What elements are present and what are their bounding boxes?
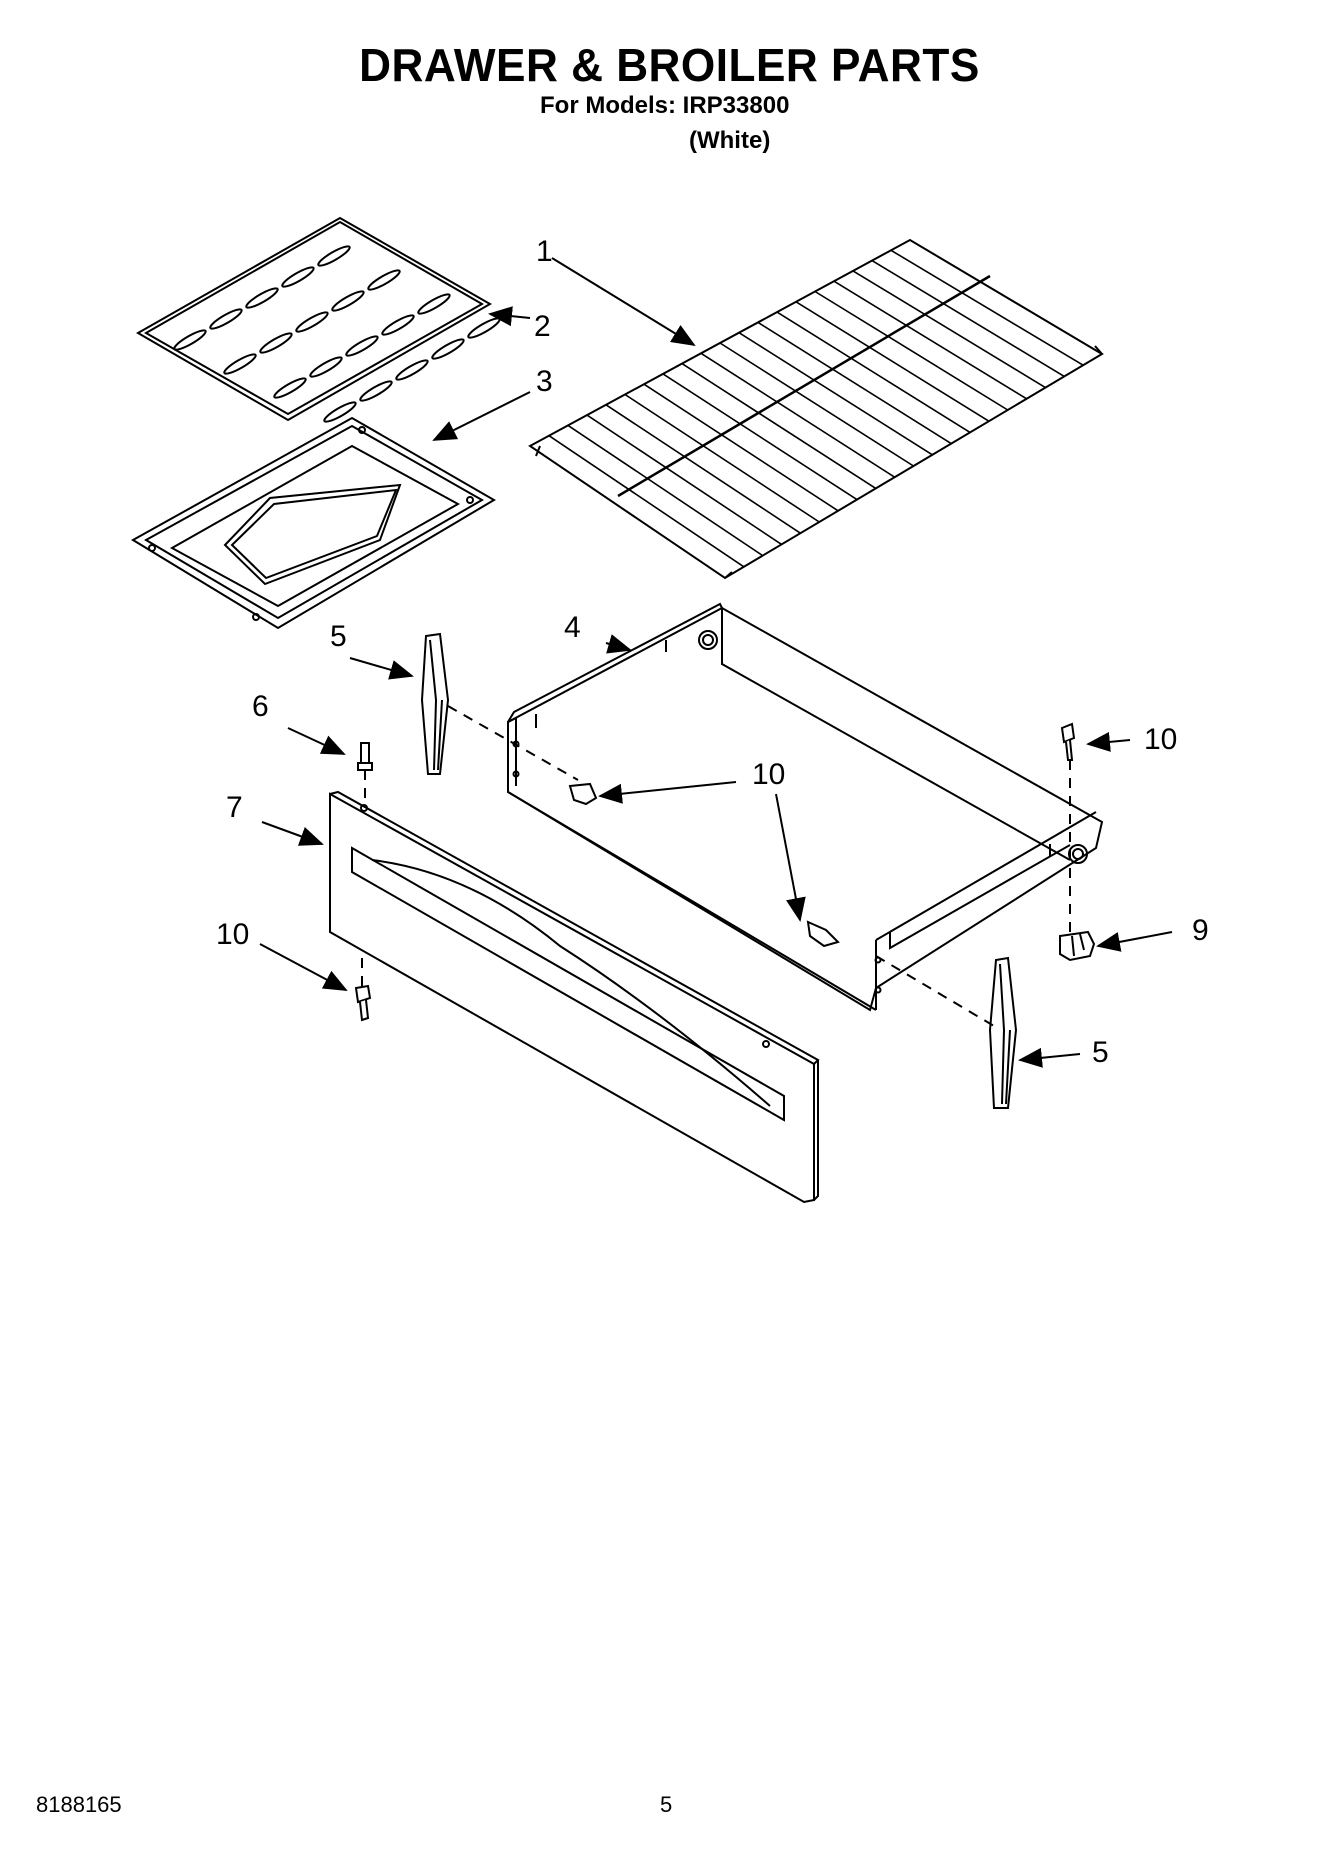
callout-10-drawer: 10 (752, 758, 785, 791)
rack-bar (738, 332, 933, 456)
drawer-slide-part-left (420, 632, 450, 775)
grid-slot (331, 290, 365, 312)
rack-bar (624, 393, 820, 523)
rack-bar (548, 435, 745, 568)
grid-slot (295, 311, 329, 333)
alignment-lines (361, 705, 1071, 1027)
rack-bar (757, 321, 952, 445)
callout-4: 4 (564, 611, 581, 644)
rack-bar (567, 424, 764, 557)
rack-bar (833, 280, 1028, 400)
callout-7: 7 (226, 791, 243, 824)
callout-6: 6 (252, 690, 269, 723)
rack-bar (814, 290, 1009, 411)
callout-1: 1 (536, 235, 553, 268)
screw-part-bottom-left (354, 984, 372, 1022)
rack-bar (662, 373, 858, 501)
rack-bar (719, 342, 914, 467)
drawer-body-part (507, 602, 1104, 1012)
drawer-front-panel-part (329, 790, 820, 1204)
rack-bar (700, 352, 896, 478)
screw-part-drawer-rear (806, 920, 840, 948)
grid-slot (209, 308, 243, 330)
page-title: DRAWER & BROILER PARTS (359, 39, 980, 91)
grid-slot (245, 287, 279, 309)
grid-slot (359, 380, 393, 402)
callout-10-bottom-left: 10 (216, 918, 249, 951)
models-line: For Models: IRP33800 (540, 92, 790, 119)
callout-10-top-right: 10 (1144, 723, 1177, 756)
screw-part-drawer-side (568, 782, 598, 806)
rack-bar (852, 270, 1046, 389)
grid-slot (223, 353, 257, 375)
callout-9: 9 (1192, 914, 1209, 947)
page-number: 5 (660, 1792, 673, 1817)
rack-bar (776, 311, 971, 434)
callout-2: 2 (534, 310, 551, 343)
grid-slot (259, 332, 293, 354)
rack-bar (643, 383, 839, 512)
broiler-grid-part (135, 216, 501, 423)
document-number: 8188165 (36, 1792, 122, 1817)
rack-bar (871, 259, 1065, 378)
grid-slot (173, 329, 207, 351)
broiler-pan-part (131, 416, 496, 630)
grid-slot (323, 401, 357, 423)
grid-slot (381, 314, 415, 336)
clip-part (1059, 930, 1096, 962)
rack-bar (586, 414, 782, 546)
callout-leaders (259, 257, 1173, 1068)
grid-slot (467, 317, 501, 339)
grid-slot (395, 359, 429, 381)
grid-slot (273, 377, 307, 399)
grid-slot (417, 293, 451, 315)
rack-bar (605, 404, 801, 534)
oven-rack-part (528, 238, 1104, 580)
grid-slot (431, 338, 465, 360)
rack-bar (681, 362, 877, 490)
grid-slot (309, 356, 343, 378)
grid-slot (317, 245, 351, 267)
rack-bar (795, 301, 990, 422)
stud-part (357, 742, 373, 771)
grid-slot (345, 335, 379, 357)
callout-5-left: 5 (330, 620, 347, 653)
rack-bar (890, 249, 1084, 366)
screw-part-top-right (1060, 722, 1076, 761)
callout-5-right: 5 (1092, 1036, 1109, 1069)
drawer-slide-part-right (988, 956, 1018, 1109)
grid-slot (281, 266, 315, 288)
variant-label: (White) (689, 127, 771, 154)
grid-slot (367, 269, 401, 291)
callout-3: 3 (536, 365, 553, 398)
